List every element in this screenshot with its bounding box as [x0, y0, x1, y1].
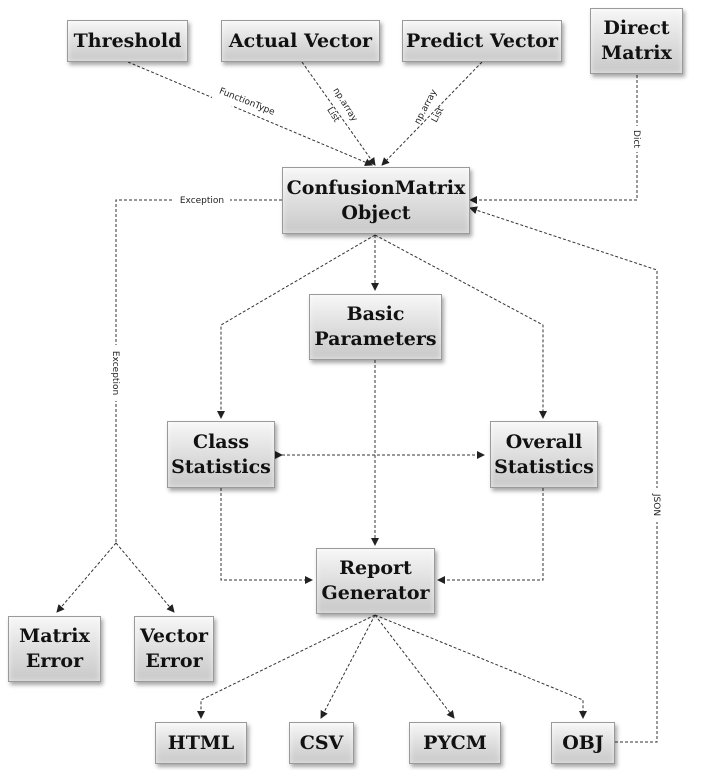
edge-cm-to-class-stats — [217, 234, 376, 419]
basic-parameters-node: Basic Parameters — [309, 294, 442, 360]
label-dict: Dict — [631, 130, 641, 148]
overall-statistics-label-line2: Statistics — [494, 455, 594, 478]
edge-cm-exception — [115, 199, 282, 543]
report-generator-node: Report Generator — [316, 548, 435, 614]
edge-cm-to-overall-stats — [374, 234, 547, 419]
label-exception-side: Exception — [110, 351, 120, 395]
report-generator-label-line2: Generator — [321, 582, 430, 604]
label-json: JSON — [651, 493, 661, 516]
overall-statistics-label-line1: Overall — [505, 430, 583, 453]
csv-label: CSV — [299, 731, 344, 754]
confusion-matrix-node: ConfusionMatrix Object — [282, 167, 470, 234]
actual-vector-label: Actual Vector — [228, 29, 373, 52]
edge-report-to-html — [197, 614, 376, 719]
edge-report-to-obj — [374, 614, 587, 719]
pycm-node: PYCM — [409, 722, 501, 764]
edge-overall-to-report — [437, 488, 544, 584]
edge-exception-vector-error — [115, 542, 175, 613]
vector-error-label-line1: Vector — [139, 625, 209, 647]
report-generator-label-line1: Report — [339, 557, 412, 579]
threshold-label: Threshold — [73, 29, 182, 52]
matrix-error-label-line2: Error — [25, 650, 84, 672]
csv-node: CSV — [289, 722, 354, 764]
edge-actual-to-cm — [301, 61, 376, 166]
direct-matrix-node: Direct Matrix — [590, 8, 683, 74]
class-statistics-node: Class Statistics — [167, 421, 275, 488]
basic-parameters-label-line1: Basic — [346, 303, 405, 325]
predict-vector-label: Predict Vector — [406, 29, 558, 52]
basic-parameters-label-line2: Parameters — [314, 328, 437, 350]
html-label: HTML — [167, 731, 235, 754]
vector-error-label-line2: Error — [145, 650, 203, 672]
obj-node: OBJ — [551, 722, 615, 764]
class-statistics-label-line1: Class — [192, 430, 250, 453]
actual-vector-node: Actual Vector — [221, 20, 380, 62]
edge-report-to-csv — [320, 614, 376, 719]
direct-matrix-label-line2: Matrix — [601, 42, 672, 64]
edge-class-to-report — [220, 488, 313, 584]
edge-threshold-to-cm — [127, 61, 373, 166]
edge-predict-to-cm — [381, 61, 483, 166]
obj-label: OBJ — [562, 731, 604, 754]
matrix-error-label-line1: Matrix — [19, 625, 90, 647]
confusion-matrix-label-line1: ConfusionMatrix — [286, 176, 466, 199]
threshold-node: Threshold — [67, 20, 188, 62]
class-statistics-label-line2: Statistics — [171, 455, 271, 478]
edge-direct-to-cm — [469, 75, 638, 204]
label-exception-top: Exception — [180, 196, 224, 206]
edge-report-to-pycm — [374, 614, 455, 719]
label-predict-list: List — [430, 105, 446, 124]
direct-matrix-label-line1: Direct — [603, 17, 670, 39]
confusion-matrix-label-line2: Object — [341, 201, 411, 224]
predict-vector-node: Predict Vector — [402, 20, 562, 62]
vector-error-node: Vector Error — [134, 616, 214, 682]
html-node: HTML — [155, 722, 247, 764]
overall-statistics-node: Overall Statistics — [490, 421, 598, 488]
edge-exception-matrix-error — [56, 542, 117, 613]
matrix-error-node: Matrix Error — [8, 616, 101, 682]
pycm-label: PYCM — [423, 731, 487, 754]
label-actual-list: List — [324, 106, 341, 125]
